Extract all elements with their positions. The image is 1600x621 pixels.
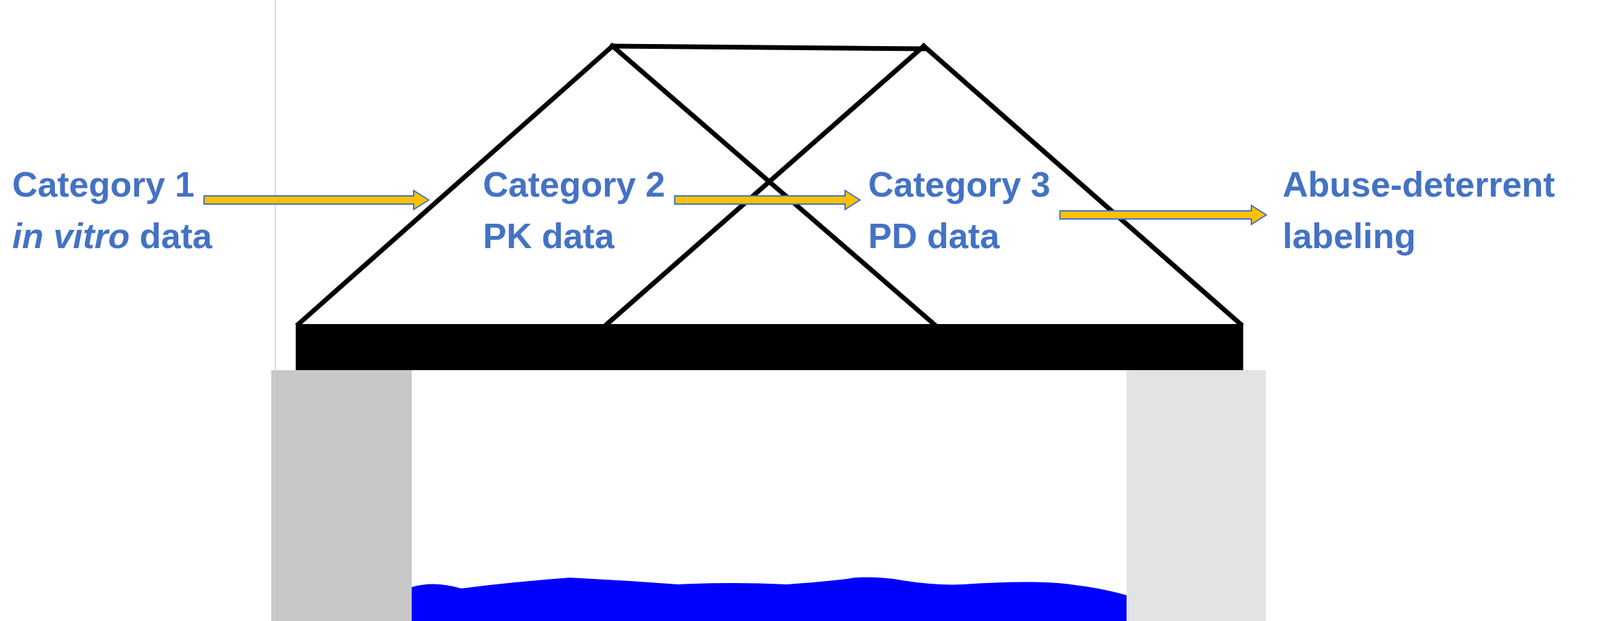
flow-arrow	[674, 190, 861, 210]
stage-label: Abuse-deterrent labeling	[1282, 158, 1582, 262]
category-body: PD data	[868, 210, 1051, 262]
flow-arrow	[1060, 205, 1267, 225]
category-body: PK data	[482, 210, 666, 262]
category-heading: Category 2	[482, 158, 666, 211]
category-heading: Category 3	[868, 158, 1051, 211]
category-heading: Abuse-deterrent labeling	[1282, 158, 1582, 262]
category-body: in vitro data	[12, 210, 213, 262]
flow-arrow	[204, 190, 429, 210]
truss	[298, 46, 1241, 325]
right-pier	[1126, 370, 1266, 621]
category-heading: Category 1	[12, 158, 213, 211]
guide-line	[274, 0, 277, 370]
stage-label: Category 1in vitro data	[12, 158, 213, 262]
water	[411, 577, 1127, 621]
stage-label: Category 3PD data	[868, 158, 1051, 262]
left-pier	[271, 370, 412, 621]
bridge-deck	[295, 324, 1244, 371]
stage-label: Category 2PK data	[482, 158, 666, 262]
